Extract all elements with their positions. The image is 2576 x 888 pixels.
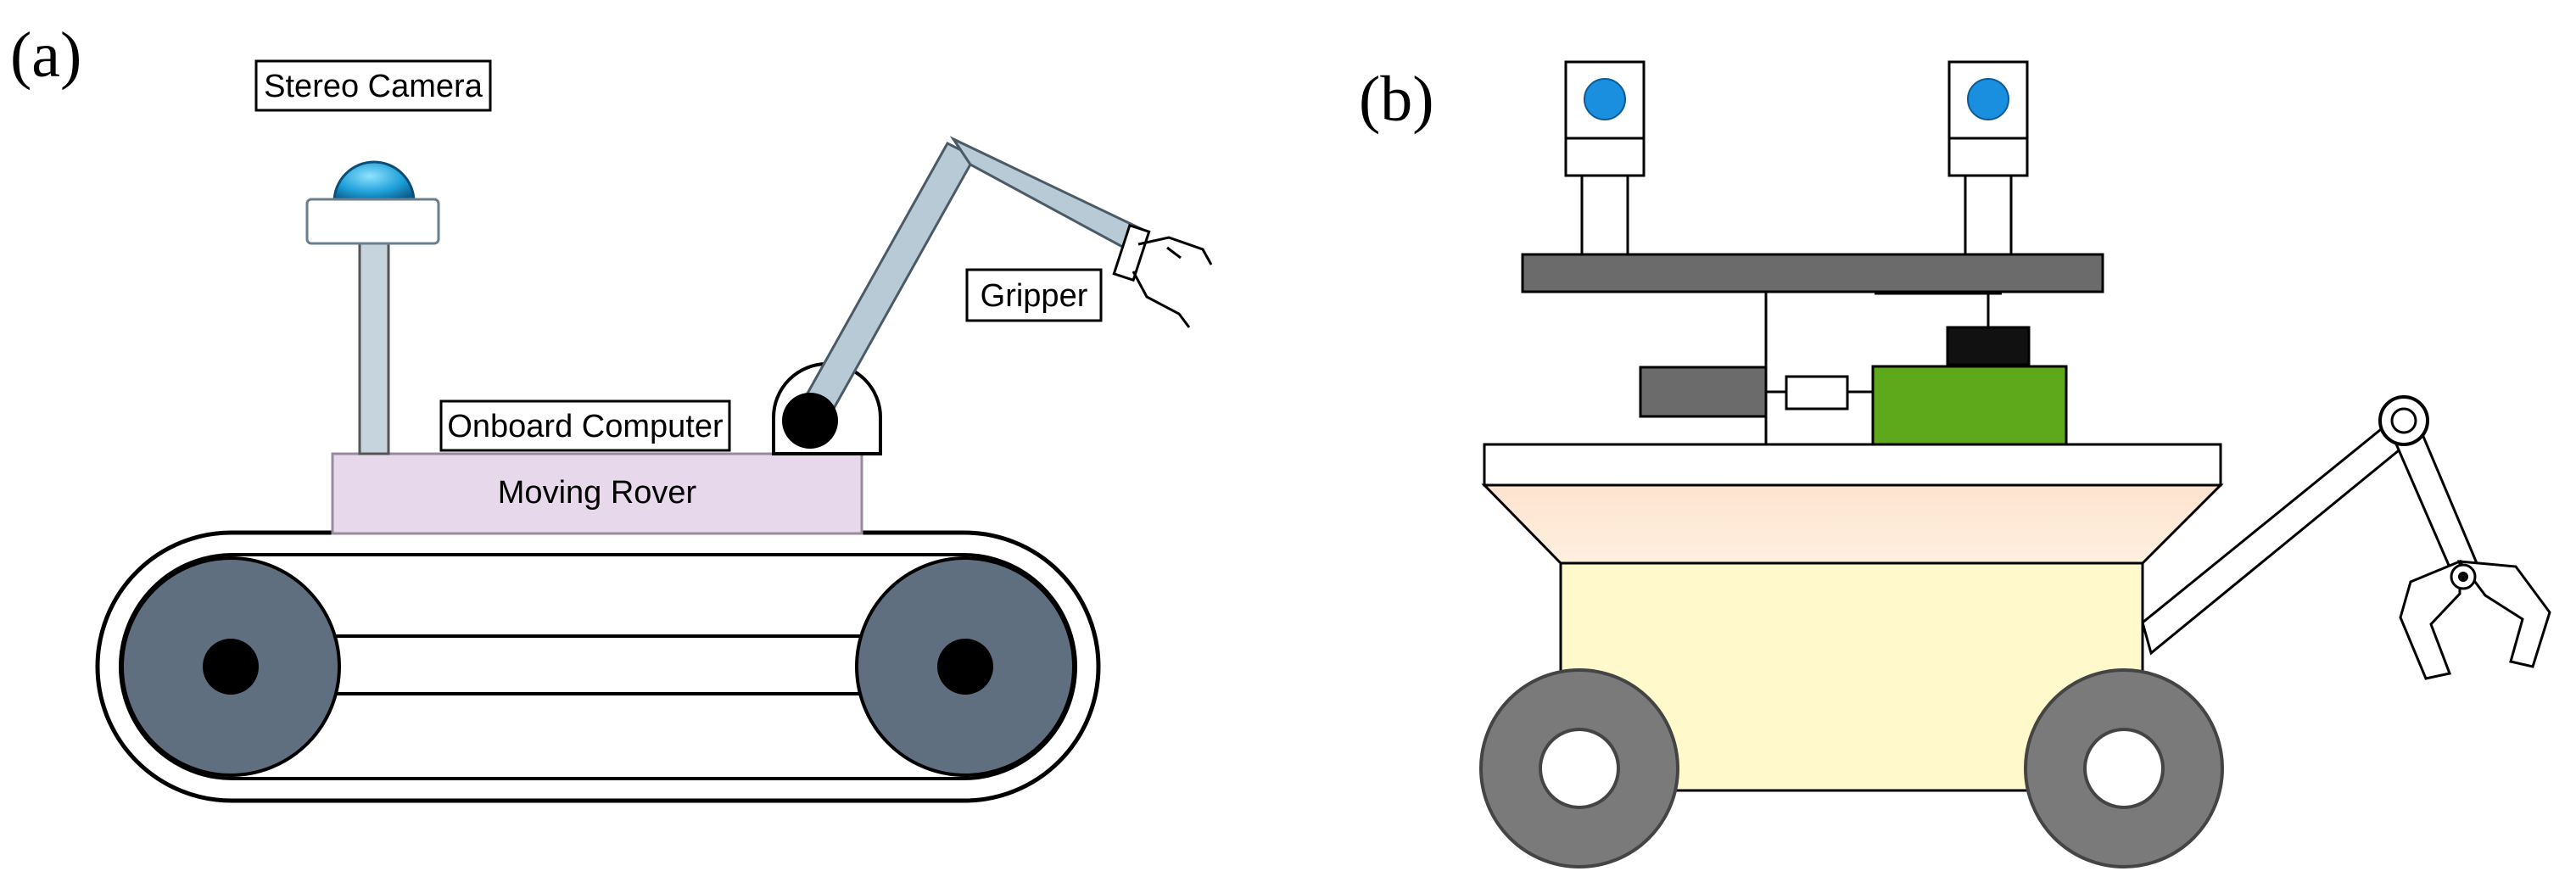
sensor-right [1947,60,2029,256]
panel-b: (b) [1359,60,2551,868]
onboard-computer-label: Onboard Computer [447,409,724,444]
gripper-label: Gripper [981,278,1088,314]
panel-a: (a) Moving Rover Onboard Computer [10,20,1213,803]
sensor-unit [1946,326,2031,366]
moving-rover-label: Moving Rover [498,475,697,511]
battery-pack [1639,366,1768,418]
chassis-taper [1481,483,2224,565]
gripper-callout [965,268,1103,322]
rover-deck [1483,443,2222,487]
connector [1785,375,1849,410]
wheel-right [2024,668,2224,868]
track-wheel-left [120,556,341,777]
manipulator-arm [2141,395,2551,680]
sensor-left [1564,60,1646,256]
stereo-camera [305,160,440,455]
robotic-arm [772,136,1213,455]
onboard-computer-callout [439,399,731,452]
wheel-left [1479,668,1679,868]
stereo-camera-label: Stereo Camera [264,69,483,104]
upper-platform [1521,253,2104,293]
panel-a-label: (a) [10,20,81,91]
track-wheel-right [855,556,1076,777]
panel-b-label: (b) [1359,64,1434,135]
computer-board [1871,365,2068,446]
rover-body [331,452,863,535]
stereo-camera-callout [254,59,492,112]
